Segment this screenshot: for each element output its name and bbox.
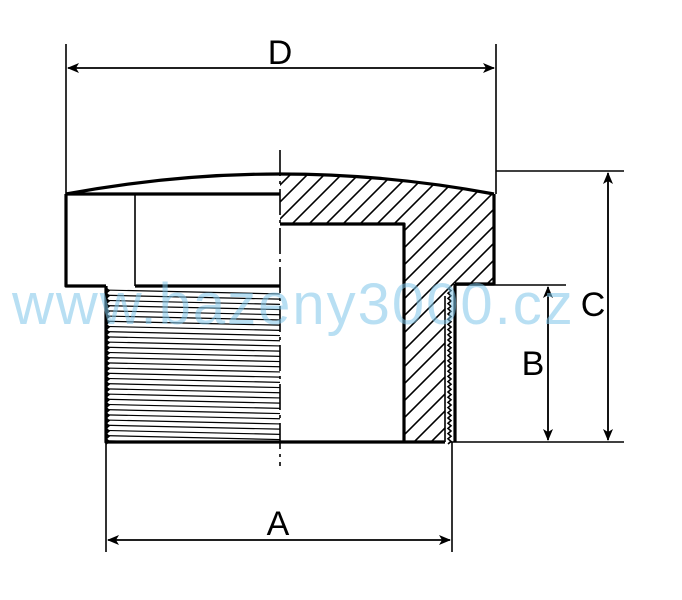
- dimension-label-d: D: [268, 34, 293, 72]
- hatch-line: [280, 174, 340, 442]
- thread-line: [106, 409, 280, 415]
- dimension-d: D: [65, 34, 497, 194]
- hatch-line: [280, 174, 374, 442]
- hatch-line: [280, 174, 357, 442]
- thread-line: [106, 424, 280, 430]
- dimension-a: A: [105, 442, 453, 552]
- thread-line: [106, 383, 280, 389]
- hatch-line: [280, 174, 391, 442]
- dimension-label-b: B: [522, 345, 545, 383]
- thread-line: [106, 299, 280, 305]
- hatch-line: [617, 160, 682, 460]
- hatch-line: [668, 160, 682, 460]
- hatch-line: [600, 160, 682, 460]
- thread-line: [106, 377, 280, 383]
- hatch-line: [361, 174, 494, 442]
- thread-line: [106, 429, 280, 435]
- thread-line: [106, 398, 280, 404]
- hatch-line: [378, 174, 494, 442]
- thread-line: [106, 294, 280, 300]
- thread-line: [106, 419, 280, 425]
- hatch-line: [634, 160, 682, 460]
- hatch-line: [280, 174, 425, 442]
- thread-line: [106, 331, 280, 337]
- dimension-label-a: A: [267, 505, 290, 543]
- dimension-c: C: [496, 170, 624, 441]
- thread-line: [106, 435, 280, 441]
- thread-line: [106, 403, 280, 409]
- thread-line: [106, 341, 280, 347]
- dimension-b: B: [450, 284, 624, 443]
- hatch-line: [280, 174, 408, 442]
- thread-line: [106, 310, 280, 316]
- thread-line: [106, 362, 280, 368]
- thread-line: [106, 393, 280, 399]
- thread-line: [106, 367, 280, 373]
- thread-line: [106, 289, 280, 295]
- thread-lines: [104, 289, 282, 450]
- thread-line: [104, 446, 282, 450]
- thread-line: [106, 388, 280, 394]
- thread-line: [106, 305, 280, 311]
- thread-line: [106, 357, 280, 363]
- thread-line: [106, 336, 280, 342]
- thread-line: [106, 372, 280, 378]
- thread-line: [106, 351, 280, 357]
- dimension-label-c: C: [581, 286, 606, 324]
- thread-line: [106, 315, 280, 321]
- thread-line: [106, 414, 280, 420]
- watermark-text: www.bazeny3000.cz: [11, 272, 575, 337]
- hatch-line: [651, 160, 682, 460]
- thread-line: [106, 320, 280, 326]
- thread-line: [106, 325, 280, 331]
- thread-line: [106, 346, 280, 352]
